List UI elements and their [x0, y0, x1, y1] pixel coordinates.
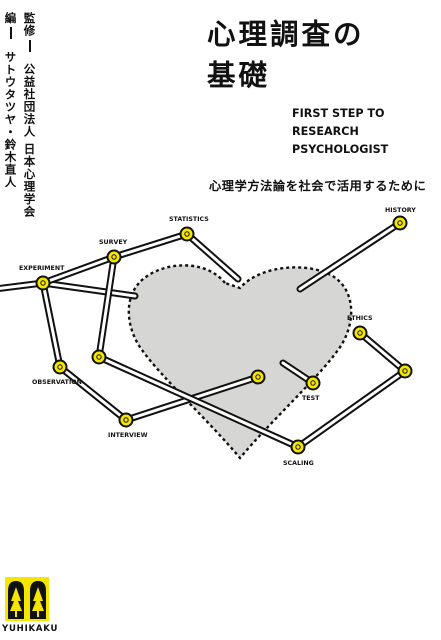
- title-line-2: 基礎: [207, 59, 271, 92]
- japanese-subtitle: 心理学方法論を社会で活用するために: [209, 179, 427, 193]
- station-experiment: [35, 275, 51, 291]
- label-test: TEST: [302, 395, 320, 402]
- label-ethics: ETHICS: [347, 315, 373, 322]
- supervisor-divider: [29, 40, 31, 52]
- label-scaling: SCALING: [283, 460, 314, 467]
- label-interview: INTERVIEW: [108, 432, 148, 439]
- route-experiment-survey-statistics-heart: [39, 230, 242, 287]
- yuhikaku-logo-icon: [5, 577, 49, 621]
- label-history: HISTORY: [385, 207, 416, 214]
- label-experiment: EXPERIMENT: [19, 265, 65, 272]
- supervisor-credit: 監修 公益社団法人 日本心理学会: [22, 12, 37, 219]
- label-observation: OBSERVATION: [32, 379, 82, 386]
- route-experiment-heart: [39, 279, 139, 300]
- english-subtitle-line: FIRST STEP TO: [292, 107, 385, 120]
- label-survey: SURVEY: [99, 239, 128, 246]
- editor-divider: [10, 27, 12, 39]
- english-subtitle: FIRST STEP TO RESEARCH PSYCHOLOGIST: [292, 105, 388, 159]
- english-subtitle-line: RESEARCH: [292, 125, 359, 138]
- station-test: [305, 375, 321, 391]
- editor-name: サトウタツヤ・鈴木直人: [3, 50, 18, 189]
- station-interview-end: [250, 369, 266, 385]
- english-subtitle-line: PSYCHOLOGIST: [292, 143, 389, 156]
- station-survey-lower: [91, 349, 107, 365]
- station-interview: [118, 412, 134, 428]
- route-far-left: [0, 279, 47, 292]
- route-history-heart: [296, 219, 404, 293]
- station-statistics: [179, 226, 195, 242]
- supervisor-name: 公益社団法人 日本心理学会: [22, 63, 37, 219]
- publisher-name: YUHIKAKU: [2, 624, 59, 634]
- title-line-1: 心理調査の: [207, 18, 365, 51]
- editor-credit: 編 サトウタツヤ・鈴木直人: [3, 12, 18, 189]
- heart-shape: [127, 264, 353, 460]
- station-ethics: [352, 325, 368, 341]
- station-ethics-lower: [397, 363, 413, 379]
- supervisor-role: 監修: [22, 12, 37, 37]
- editor-role: 編: [3, 12, 18, 25]
- station-survey: [106, 249, 122, 265]
- label-statistics: STATISTICS: [169, 216, 209, 223]
- station-scaling: [290, 439, 306, 455]
- station-history: [392, 215, 408, 231]
- station-observation: [52, 359, 68, 375]
